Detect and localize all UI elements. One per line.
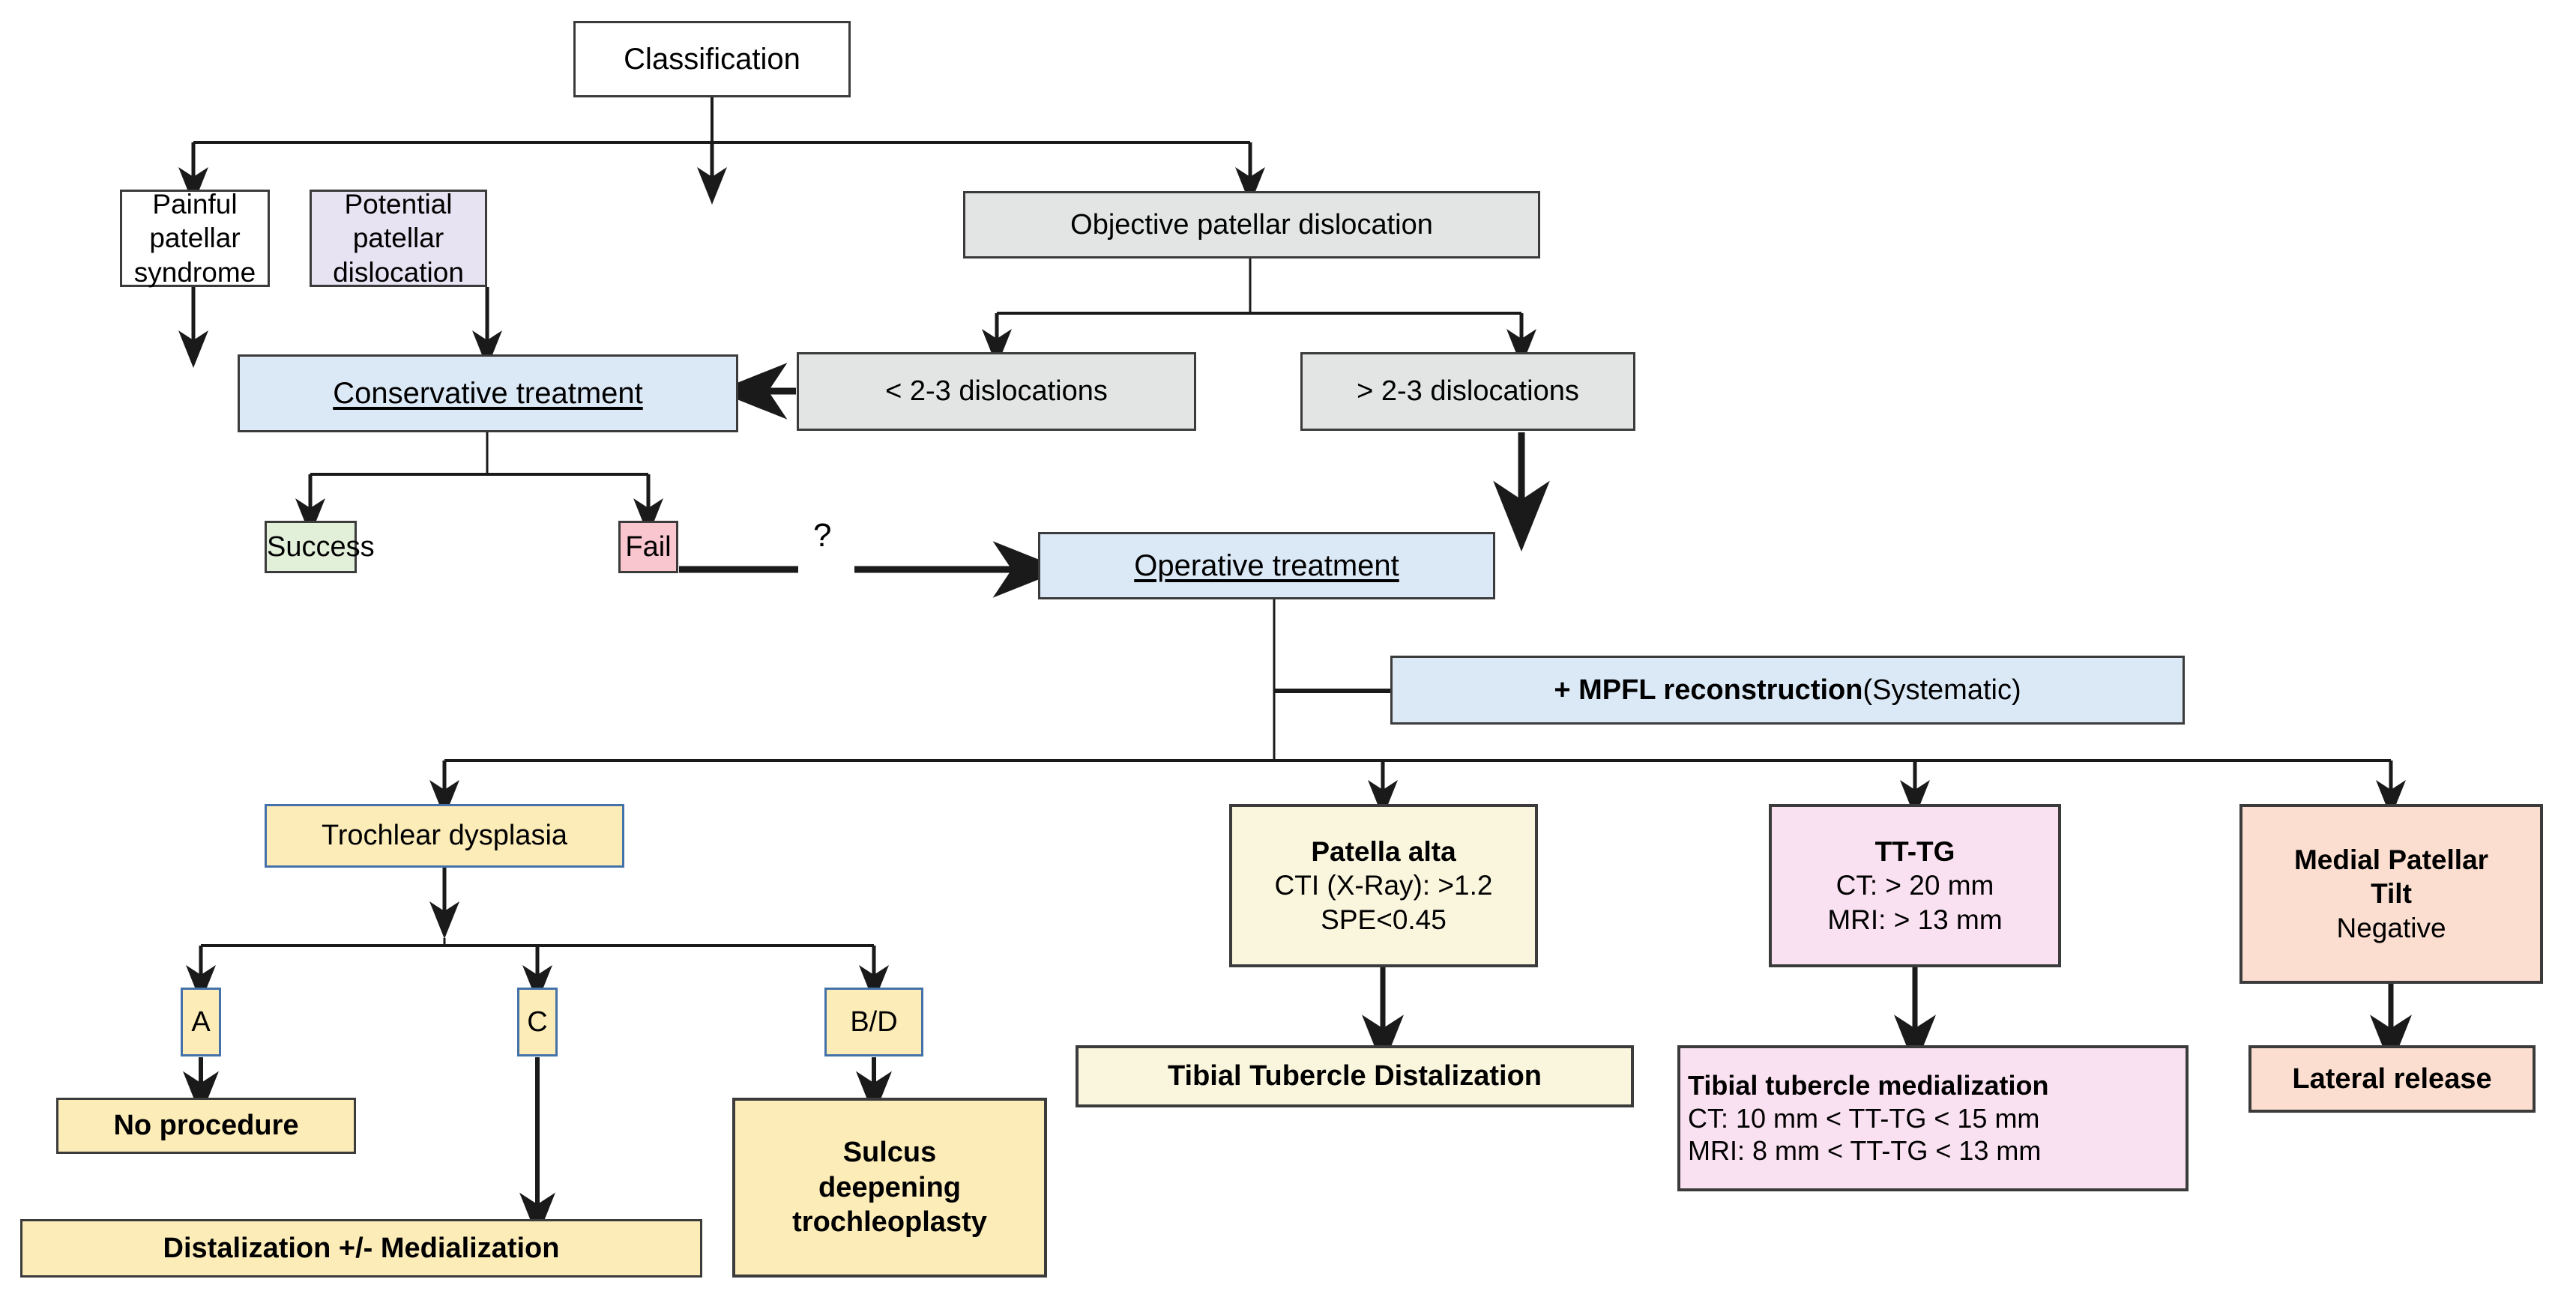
node-title-line1: Medial Patellar	[2293, 844, 2489, 876]
node-success[interactable]: Success	[265, 521, 375, 573]
node-title: Patella alta	[1311, 836, 1456, 868]
node-dislocations-less[interactable]: < 2-3 dislocations	[797, 352, 1196, 431]
node-patella-alta[interactable]: Patella alta CTI (X-Ray): >1.2 SPE<0.45	[1229, 804, 1538, 967]
node-label-line2: MRI: > 13 mm	[1827, 904, 2003, 935]
node-tt-tg[interactable]: TT-TG CT: > 20 mm MRI: > 13 mm	[1769, 804, 2061, 967]
node-label: > 2-3 dislocations	[1357, 375, 1579, 408]
node-label: < 2-3 dislocations	[885, 375, 1108, 408]
node-title-line2: Tilt	[2371, 878, 2412, 910]
node-label: Trochlear dysplasia	[321, 820, 568, 852]
node-type-bd[interactable]: B/D	[824, 988, 923, 1056]
node-label-normal: (Systematic)	[1862, 674, 2021, 706]
node-label-line1: CTI (X-Ray): >1.2	[1274, 870, 1493, 901]
node-label: Classification	[624, 42, 800, 76]
node-potential-patellar-dislocation[interactable]: Potential patellar dislocation	[310, 189, 487, 288]
node-dislocations-more[interactable]: > 2-3 dislocations	[1300, 352, 1635, 431]
node-sulcus-deepening-trochleoplasty[interactable]: Sulcus deepening trochleoplasty	[732, 1098, 1047, 1278]
node-label-line2: MRI: 8 mm < TT-TG < 13 mm	[1688, 1135, 2042, 1167]
node-label-bold: + MPFL reconstruction	[1554, 674, 1863, 706]
node-type-a[interactable]: A	[181, 988, 221, 1056]
node-title: TT-TG	[1874, 836, 1955, 868]
node-label: Success	[267, 530, 375, 563]
node-type-c[interactable]: C	[517, 988, 558, 1056]
node-label: No procedure	[113, 1110, 299, 1142]
node-label-line1: CT: > 20 mm	[1836, 870, 1994, 901]
node-label: B/D	[850, 1006, 898, 1038]
node-label: C	[527, 1006, 548, 1038]
node-label: Tibial Tubercle Distalization	[1167, 1060, 1542, 1092]
node-label-line1: Potential patellar	[344, 189, 453, 254]
node-fail[interactable]: Fail	[618, 521, 678, 573]
node-operative-treatment[interactable]: Operative treatment	[1038, 532, 1495, 599]
node-label-line2: SPE<0.45	[1321, 904, 1447, 935]
node-mpfl-reconstruction[interactable]: + MPFL reconstruction (Systematic)	[1390, 656, 2185, 725]
node-label-line1: Sulcus	[842, 1137, 937, 1169]
node-label: Objective patellar dislocation	[1070, 208, 1433, 241]
node-no-procedure[interactable]: No procedure	[56, 1098, 356, 1154]
node-distalization-medialization[interactable]: Distalization +/- Medialization	[20, 1219, 702, 1278]
node-label: Fail	[625, 530, 672, 563]
node-painful-patellar-syndrome[interactable]: Painful patellar syndrome	[120, 189, 270, 288]
node-label-line2: dislocation	[333, 256, 464, 288]
node-label-line2: deepening	[818, 1171, 962, 1203]
uncertain-connector-label: ?	[813, 517, 832, 554]
node-label: Operative treatment	[1134, 548, 1399, 582]
node-title: Tibial tubercle medialization	[1688, 1069, 2049, 1101]
node-objective-patellar-dislocation[interactable]: Objective patellar dislocation	[963, 191, 1540, 259]
node-label: Distalization +/- Medialization	[163, 1232, 560, 1264]
node-label-line2: syndrome	[133, 256, 256, 288]
node-tibial-tubercle-medialization[interactable]: Tibial tubercle medialization CT: 10 mm …	[1677, 1045, 2189, 1191]
node-label: Conservative treatment	[333, 376, 643, 410]
node-trochlear-dysplasia[interactable]: Trochlear dysplasia	[265, 804, 624, 868]
node-conservative-treatment[interactable]: Conservative treatment	[238, 354, 738, 432]
node-label-line3: trochleoplasty	[792, 1206, 987, 1239]
node-label-line1: Negative	[2336, 912, 2446, 943]
node-medial-patellar-tilt[interactable]: Medial Patellar Tilt Negative	[2239, 804, 2543, 984]
node-lateral-release[interactable]: Lateral release	[2248, 1045, 2536, 1113]
node-label: Lateral release	[2292, 1062, 2492, 1095]
node-classification[interactable]: Classification	[573, 21, 851, 97]
node-label-line1: CT: 10 mm < TT-TG < 15 mm	[1688, 1102, 2040, 1134]
node-tibial-tubercle-distalization[interactable]: Tibial Tubercle Distalization	[1076, 1045, 1634, 1107]
node-label-line1: Painful patellar	[149, 189, 241, 254]
node-label: A	[191, 1006, 211, 1038]
